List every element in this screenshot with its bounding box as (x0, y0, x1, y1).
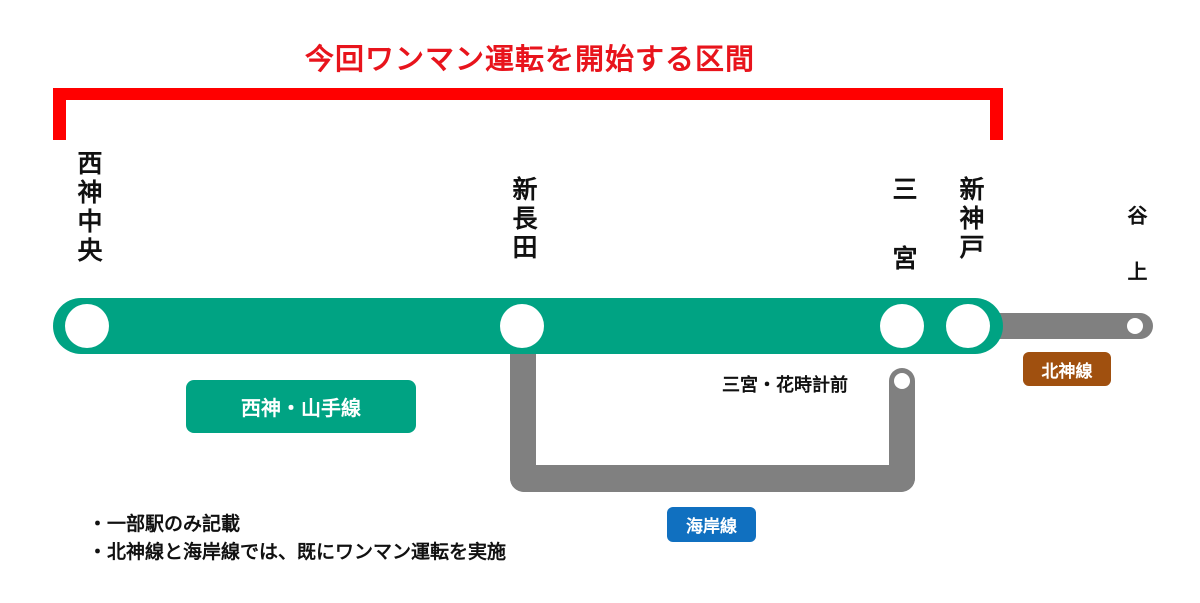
station-dot-shin-kobe (946, 304, 990, 348)
station-dot-tanigami (1127, 318, 1143, 334)
line-badge-hokushin: 北神線 (1023, 352, 1111, 386)
notes: ・一部駅のみ記載 ・北神線と海岸線では、既にワンマン運転を実施 (88, 510, 506, 566)
note-item: ・北神線と海岸線では、既にワンマン運転を実施 (88, 541, 507, 563)
note-item: ・一部駅のみ記載 (88, 513, 241, 535)
station-label-seishin-chuo: 西神中央 (74, 150, 103, 266)
line-badge-kaigan: 海岸線 (667, 507, 756, 542)
station-label-tanigami: 谷上 (1124, 205, 1148, 317)
station-label-shin-kobe: 新神戸 (956, 176, 985, 263)
station-label-shin-nagata: 新長田 (509, 176, 538, 263)
section-bracket-left (53, 88, 66, 140)
section-bracket-right (990, 88, 1003, 140)
station-dot-sannomiya-hanadokeimae (894, 373, 910, 389)
kaigan-line-track-bottom (510, 465, 915, 492)
hokushin-line-track (990, 313, 1153, 339)
station-label-sannomiya-hanadokeimae: 三宮・花時計前 (722, 375, 848, 396)
station-dot-seishin-chuo (65, 304, 109, 348)
station-dot-sannomiya (880, 304, 924, 348)
station-dot-shin-nagata (500, 304, 544, 348)
diagram-title: 今回ワンマン運転を開始する区間 (304, 42, 755, 76)
section-bracket-top (53, 88, 1003, 100)
station-label-sannomiya: 三宮 (889, 176, 918, 314)
line-badge-seishin-yamate: 西神・山手線 (186, 380, 416, 433)
